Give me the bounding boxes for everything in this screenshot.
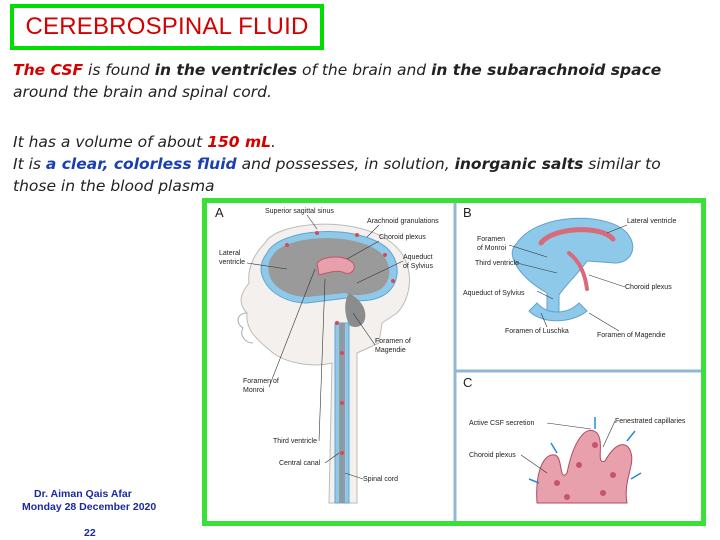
label-third-ventricle-b: Third ventricle (475, 260, 519, 267)
label-choroid-plexus-c: Choroid plexus (469, 452, 516, 459)
label-lateral-ventricle-b: Lateral ventricle (627, 218, 677, 225)
paragraph-composition-line2: those in the blood plasma (13, 177, 215, 195)
text-run: of the brain and (297, 61, 432, 79)
ventricles-term: in the ventricles (154, 61, 298, 79)
label-aqueduct-a1: Aqueduct (403, 254, 433, 261)
paragraph-location: The CSF is found in the ventricles of th… (13, 60, 661, 81)
panel-a-leaders (246, 214, 404, 480)
label-foramen-magendie-a1: Foramen of (375, 338, 411, 345)
footer-author: Dr. Aiman Qais Afar (34, 488, 132, 500)
text-run: and possesses, in solution, (236, 155, 455, 173)
label-fenestrated: Fenestrated capillaries (615, 418, 686, 425)
paragraph-composition: It is a clear, colorless fluid and posse… (13, 154, 661, 175)
csf-flow-arrows (285, 231, 395, 455)
label-third-ventricle-a: Third ventricle (273, 438, 317, 445)
label-lateral-ventricle-a2: ventricle (219, 259, 245, 266)
text-run: is found (83, 61, 155, 79)
label-foramen-magendie-a2: Magendie (375, 347, 406, 354)
page-number: 22 (84, 527, 96, 539)
label-foramen-magendie-b: Foramen of Magendie (597, 332, 666, 339)
clear-fluid-term: a clear, colorless fluid (45, 155, 237, 173)
salts-term: inorganic salts (454, 155, 584, 173)
subarachnoid-term: in the subarachnoid space (431, 61, 662, 79)
text-run: . (270, 133, 276, 151)
text-run: It is (13, 155, 46, 173)
csf-anatomy-figure: A Superior sagittal sinus Arachnoid gran… (215, 203, 701, 521)
footer-date: Monday 28 December 2020 (22, 501, 157, 513)
slide-title: CEREBROSPINAL FLUID (25, 13, 309, 40)
label-foramen-monroi-a2: Monroi (243, 387, 265, 394)
figure-frame: A Superior sagittal sinus Arachnoid gran… (202, 198, 706, 526)
label-central-canal: Central canal (279, 460, 321, 467)
label-active-csf: Active CSF secretion (469, 420, 534, 427)
volume-value: 150 mL (207, 133, 271, 151)
label-superior-sagittal-sinus: Superior sagittal sinus (265, 208, 334, 215)
label-aqueduct-b: Aqueduct of Sylvius (463, 290, 525, 297)
title-box: CEREBROSPINAL FLUID (10, 4, 324, 50)
text-run: It has a volume of about (13, 133, 208, 151)
panel-b-letter: B (463, 205, 472, 220)
label-lateral-ventricle-a1: Lateral (219, 250, 241, 257)
label-arachnoid-granulations: Arachnoid granulations (367, 218, 439, 225)
text-run: similar to (583, 155, 661, 173)
label-foramen-monroi-b2: of Monroi (477, 245, 507, 252)
csf-term: The CSF (13, 61, 84, 79)
paragraph-volume: It has a volume of about 150 mL. (13, 132, 276, 153)
label-foramen-luschka: Foramen of Luschka (505, 328, 569, 335)
spinal-cord (334, 322, 350, 504)
label-choroid-plexus-b: Choroid plexus (625, 284, 672, 291)
panel-a-letter: A (215, 205, 224, 220)
label-foramen-monroi-b1: Foramen (477, 236, 505, 243)
choroid-plexus-villi (536, 430, 633, 504)
paragraph-location-line2: around the brain and spinal cord. (13, 83, 272, 101)
panel-b-leaders (508, 224, 628, 332)
panel-c-letter: C (463, 375, 472, 390)
ventricle-system (511, 217, 634, 322)
label-choroid-plexus-a: Choroid plexus (379, 234, 426, 241)
label-aqueduct-a2: of Sylvius (403, 263, 433, 270)
panel-c-leaders (520, 420, 616, 474)
secretion-arrows (528, 417, 642, 484)
label-foramen-monroi-a1: Foramen of (243, 378, 279, 385)
label-spinal-cord: Spinal cord (363, 476, 398, 483)
